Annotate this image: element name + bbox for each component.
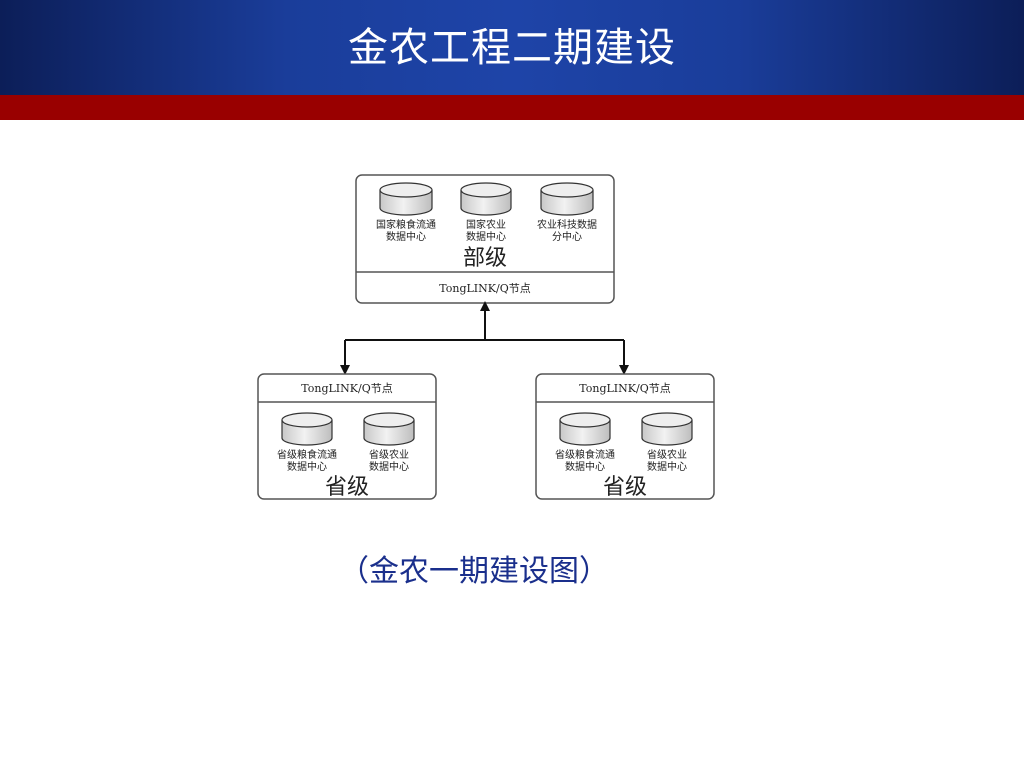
- database-icon: [281, 412, 333, 446]
- database-icon: [559, 412, 611, 446]
- province-left-box: TongLINK/Q节点 省级粮食流通 数据中心 省级农业 数据中心 省级: [257, 373, 437, 500]
- slide-title: 金农工程二期建设: [348, 25, 676, 71]
- province-right-database-1: 省级粮食流通 数据中心: [555, 412, 615, 473]
- province-left-node-label: TongLINK/Q节点: [301, 382, 392, 395]
- province-right-level-label: 省级: [603, 475, 647, 500]
- slide-header: 金农工程二期建设: [0, 0, 1024, 95]
- province-right-database-2: 省级农业 数据中心: [641, 412, 693, 473]
- database-label-line1: 国家粮食流通: [376, 218, 436, 231]
- ministry-database-3: 农业科技数据 分中心: [537, 182, 597, 243]
- database-icon: [379, 182, 433, 216]
- ministry-level-label: 部级: [463, 246, 507, 271]
- database-icon: [460, 182, 512, 216]
- database-label-line1: 农业科技数据: [537, 218, 597, 231]
- database-label-line2: 数据中心: [369, 460, 409, 473]
- ministry-database-2: 国家农业 数据中心: [460, 182, 512, 243]
- province-left-database-2: 省级农业 数据中心: [363, 412, 415, 473]
- database-label-line1: 省级农业: [369, 448, 409, 461]
- diagram-caption-container: （金农一期建设图）: [0, 552, 1024, 592]
- province-right-node-label: TongLINK/Q节点: [579, 382, 670, 395]
- ministry-node-label: TongLINK/Q节点: [439, 282, 530, 295]
- province-right-box: TongLINK/Q节点 省级粮食流通 数据中心 省级农业 数据中心 省级: [535, 373, 715, 500]
- database-label-line2: 数据中心: [466, 230, 506, 243]
- database-label-line1: 省级粮食流通: [555, 448, 615, 461]
- database-label-line2: 数据中心: [647, 460, 687, 473]
- ministry-level-box: 国家粮食流通 数据中心 国家农业 数据中心 农业科技数据 分中心 部级 Tong…: [355, 174, 615, 304]
- database-label-line2: 数据中心: [287, 460, 327, 473]
- database-icon: [540, 182, 594, 216]
- database-icon: [363, 412, 415, 446]
- ministry-database-1: 国家粮食流通 数据中心: [376, 182, 436, 243]
- database-label-line2: 数据中心: [565, 460, 605, 473]
- header-accent-bar: [0, 95, 1024, 120]
- province-left-level-label: 省级: [325, 475, 369, 500]
- database-label-line1: 国家农业: [466, 218, 506, 231]
- diagram-caption: （金农一期建设图）: [339, 554, 609, 589]
- database-label-line1: 省级农业: [647, 448, 687, 461]
- connector-lines: [340, 301, 629, 375]
- database-label-line1: 省级粮食流通: [277, 448, 337, 461]
- database-label-line2: 数据中心: [386, 230, 426, 243]
- province-left-database-1: 省级粮食流通 数据中心: [277, 412, 337, 473]
- database-label-line2: 分中心: [552, 230, 582, 243]
- database-icon: [641, 412, 693, 446]
